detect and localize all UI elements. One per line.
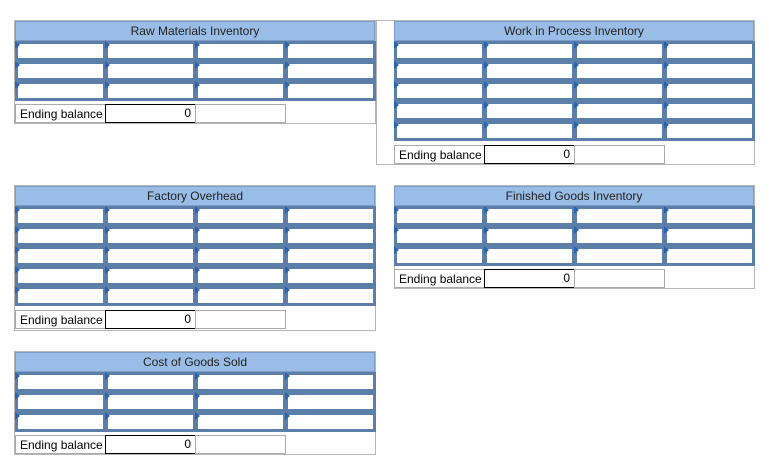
wip-row5-credit-amt[interactable] — [664, 121, 755, 141]
wip-row2-credit-desc[interactable] — [574, 61, 665, 81]
fg-row2-credit-desc[interactable] — [574, 226, 665, 246]
fg-row3-credit-amt[interactable] — [664, 246, 755, 266]
finished-goods-title: Finished Goods Inventory — [394, 186, 754, 206]
wip-row5-debit-amt[interactable] — [484, 121, 575, 141]
fo-row1-credit-desc[interactable] — [195, 206, 286, 226]
fo-row4-credit-amt[interactable] — [285, 266, 376, 286]
fg-row2-debit-desc[interactable] — [394, 226, 485, 246]
fo-row2-credit-desc[interactable] — [195, 226, 286, 246]
fg-ending-credit-cell — [574, 269, 665, 288]
wip-row2-debit-amt[interactable] — [484, 61, 575, 81]
wip-row1-credit-amt[interactable] — [664, 41, 755, 61]
wip-row5-debit-desc[interactable] — [394, 121, 485, 141]
fg-row3-credit-desc[interactable] — [574, 246, 665, 266]
cogs-ending-balance-value[interactable]: 0 — [105, 435, 196, 454]
cogs-row2-credit-desc[interactable] — [195, 392, 286, 412]
cogs-row3-debit-desc[interactable] — [15, 412, 106, 432]
fo-ending-balance-value[interactable]: 0 — [105, 310, 196, 329]
fo-row4-debit-amt[interactable] — [105, 266, 196, 286]
rm-row2-credit-desc[interactable] — [195, 61, 286, 81]
cogs-row1-debit-amt[interactable] — [105, 372, 196, 392]
cogs-row2-credit-amt[interactable] — [285, 392, 376, 412]
factory-overhead-title: Factory Overhead — [15, 186, 375, 206]
cogs-row2-debit-amt[interactable] — [105, 392, 196, 412]
rm-row3-credit-amt[interactable] — [285, 81, 376, 101]
fo-row1-credit-amt[interactable] — [285, 206, 376, 226]
wip-row4-credit-desc[interactable] — [574, 101, 665, 121]
wip-ending-balance-value[interactable]: 0 — [484, 145, 575, 164]
fo-row1-debit-amt[interactable] — [105, 206, 196, 226]
fo-row5-credit-desc[interactable] — [195, 286, 286, 306]
wip-title: Work in Process Inventory — [394, 21, 754, 41]
wip-row3-debit-amt[interactable] — [484, 81, 575, 101]
fg-ending-balance-label: Ending balance — [394, 269, 485, 288]
rm-row2-debit-desc[interactable] — [15, 61, 106, 81]
fg-row3-debit-desc[interactable] — [394, 246, 485, 266]
rm-row2-credit-amt[interactable] — [285, 61, 376, 81]
fo-row2-debit-amt[interactable] — [105, 226, 196, 246]
fo-row2-credit-amt[interactable] — [285, 226, 376, 246]
wip-row4-debit-amt[interactable] — [484, 101, 575, 121]
cogs-row3-debit-amt[interactable] — [105, 412, 196, 432]
fg-row1-credit-amt[interactable] — [664, 206, 755, 226]
fo-row4-debit-desc[interactable] — [15, 266, 106, 286]
cogs-row2-debit-desc[interactable] — [15, 392, 106, 412]
fg-row1-debit-amt[interactable] — [484, 206, 575, 226]
fo-row2-debit-desc[interactable] — [15, 226, 106, 246]
fg-row3-debit-amt[interactable] — [484, 246, 575, 266]
wip-row5-credit-desc[interactable] — [574, 121, 665, 141]
wip-row3-credit-amt[interactable] — [664, 81, 755, 101]
fo-ending-credit-cell — [195, 310, 286, 329]
wip-row3-debit-desc[interactable] — [394, 81, 485, 101]
wip-ending-credit-cell — [574, 145, 665, 164]
cogs-ending-credit-cell — [195, 435, 286, 454]
fg-ending-balance-value[interactable]: 0 — [484, 269, 575, 288]
cogs-row1-credit-amt[interactable] — [285, 372, 376, 392]
rm-row1-credit-desc[interactable] — [195, 41, 286, 61]
fg-row2-credit-amt[interactable] — [664, 226, 755, 246]
rm-row3-credit-desc[interactable] — [195, 81, 286, 101]
wip-row4-debit-desc[interactable] — [394, 101, 485, 121]
fo-row5-debit-desc[interactable] — [15, 286, 106, 306]
cogs-title: Cost of Goods Sold — [15, 352, 375, 372]
wip-row1-debit-amt[interactable] — [484, 41, 575, 61]
fo-row3-debit-desc[interactable] — [15, 246, 106, 266]
wip-row3-credit-desc[interactable] — [574, 81, 665, 101]
fo-ending-balance-label: Ending balance — [15, 310, 106, 329]
raw-materials-title: Raw Materials Inventory — [15, 21, 375, 41]
wip-row1-credit-desc[interactable] — [574, 41, 665, 61]
rm-ending-balance-value[interactable]: 0 — [105, 104, 196, 123]
fg-row2-debit-amt[interactable] — [484, 226, 575, 246]
cogs-row1-credit-desc[interactable] — [195, 372, 286, 392]
fo-row3-debit-amt[interactable] — [105, 246, 196, 266]
wip-row1-debit-desc[interactable] — [394, 41, 485, 61]
fo-row1-debit-desc[interactable] — [15, 206, 106, 226]
fo-row5-credit-amt[interactable] — [285, 286, 376, 306]
wip-row4-credit-amt[interactable] — [664, 101, 755, 121]
wip-ending-balance-label: Ending balance — [394, 145, 485, 164]
wip-row2-debit-desc[interactable] — [394, 61, 485, 81]
rm-row1-debit-desc[interactable] — [15, 41, 106, 61]
rm-row1-credit-amt[interactable] — [285, 41, 376, 61]
fo-row4-credit-desc[interactable] — [195, 266, 286, 286]
cogs-row1-debit-desc[interactable] — [15, 372, 106, 392]
fo-row3-credit-amt[interactable] — [285, 246, 376, 266]
rm-row3-debit-amt[interactable] — [105, 81, 196, 101]
rm-row3-debit-desc[interactable] — [15, 81, 106, 101]
rm-ending-balance-label: Ending balance — [15, 104, 106, 123]
cogs-ending-balance-label: Ending balance — [15, 435, 106, 454]
fo-row5-debit-amt[interactable] — [105, 286, 196, 306]
wip-row2-credit-amt[interactable] — [664, 61, 755, 81]
rm-ending-credit-cell — [195, 104, 286, 123]
rm-row1-debit-amt[interactable] — [105, 41, 196, 61]
rm-row2-debit-amt[interactable] — [105, 61, 196, 81]
fo-row3-credit-desc[interactable] — [195, 246, 286, 266]
cogs-row3-credit-amt[interactable] — [285, 412, 376, 432]
fg-row1-credit-desc[interactable] — [574, 206, 665, 226]
fg-row1-debit-desc[interactable] — [394, 206, 485, 226]
cogs-row3-credit-desc[interactable] — [195, 412, 286, 432]
